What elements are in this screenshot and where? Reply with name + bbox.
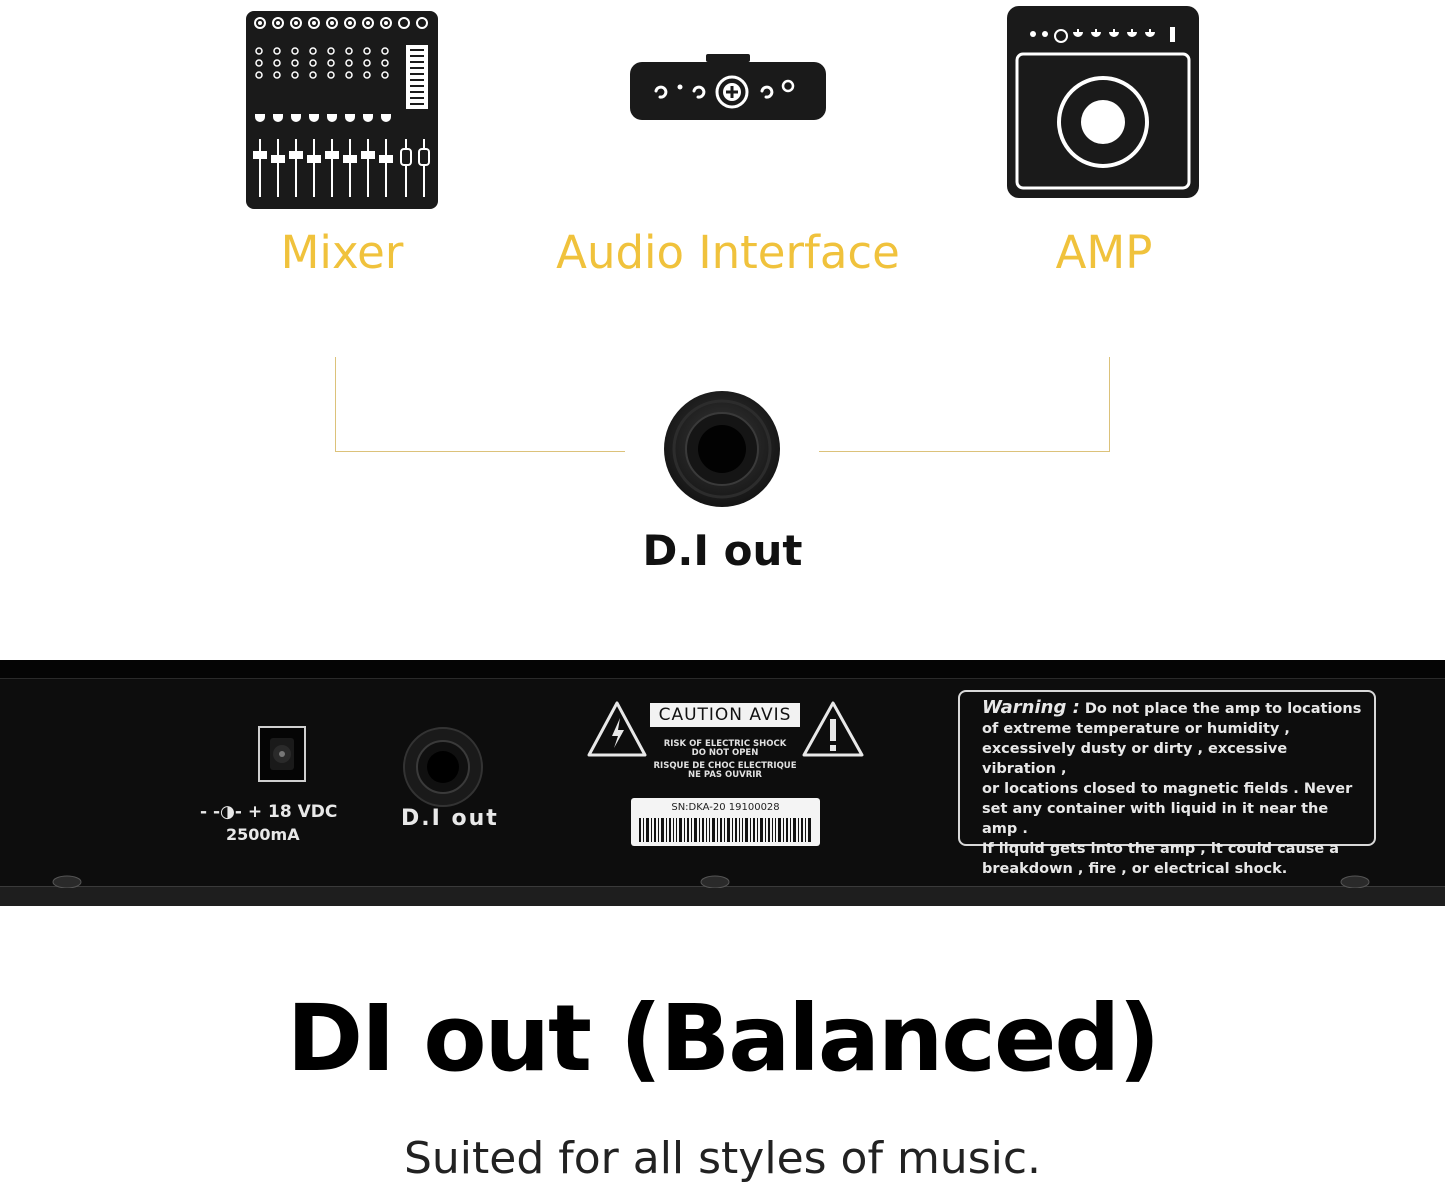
caution-line-3: RISQUE DE CHOC ELECTRIQUE xyxy=(653,761,797,771)
subheadline: Suited for all styles of music. xyxy=(403,1133,1042,1184)
power-current: 2500mA xyxy=(226,825,300,844)
audio-interface-label: Audio Interface xyxy=(556,226,900,279)
audio-interface-icon xyxy=(630,54,826,120)
connector-line-left-horizontal xyxy=(335,451,625,452)
electric-shock-warning-icon xyxy=(587,701,647,757)
screw-icon xyxy=(52,875,82,888)
power-polarity-symbol: - -◑- + xyxy=(200,802,263,822)
panel-di-jack-icon xyxy=(403,727,483,807)
amp-label: AMP xyxy=(1055,226,1153,279)
mixer-label: Mixer xyxy=(280,226,404,279)
serial-number-sticker: SN:DKA-20 19100028 xyxy=(631,798,820,846)
warning-title: Warning : xyxy=(982,697,1080,718)
barcode-icon xyxy=(639,818,811,842)
amp-icon xyxy=(1007,6,1199,198)
serial-number: SN:DKA-20 19100028 xyxy=(671,802,780,813)
panel-top-edge xyxy=(0,660,1445,679)
warning-line-1: Warning : Do not place the amp to locati… xyxy=(982,698,1364,719)
dc-power-jack-icon xyxy=(258,726,306,782)
connector-line-right-horizontal xyxy=(819,451,1110,452)
warning-text-1: Do not place the amp to locations xyxy=(1084,701,1362,717)
quarter-inch-jack-icon xyxy=(664,391,780,507)
rear-panel: - -◑- + 18 VDC 2500mA D.I out CAUTION AV… xyxy=(0,660,1445,906)
di-out-label: D.I out xyxy=(642,526,803,575)
caution-line-4: NE PAS OUVRIR xyxy=(688,770,762,780)
caution-line-2: DO NOT OPEN xyxy=(691,748,759,758)
screw-icon xyxy=(1340,875,1370,888)
warning-line-3: excessively dusty or dirty , excessive v… xyxy=(982,741,1288,777)
warning-notice: Warning : Do not place the amp to locati… xyxy=(958,690,1376,877)
warning-line-4: or locations closed to magnetic fields .… xyxy=(982,781,1353,797)
panel-di-out-label: D.I out xyxy=(401,806,499,831)
mixer-icon xyxy=(246,11,438,209)
power-polarity: - -◑- + 18 VDC xyxy=(200,802,337,822)
headline: DI out (Balanced) xyxy=(286,985,1161,1092)
exclamation-warning-icon xyxy=(802,701,864,757)
caution-label: CAUTION AVIS xyxy=(650,703,800,727)
warning-line-2: of extreme temperature or humidity , xyxy=(982,721,1290,737)
screw-icon xyxy=(700,875,730,888)
warning-line-6: If liquid gets into the amp , it could c… xyxy=(982,841,1340,857)
panel-bottom-rail xyxy=(0,886,1445,906)
caution-line-1: RISK OF ELECTRIC SHOCK xyxy=(663,739,787,749)
connector-line-right-vertical xyxy=(1109,357,1110,452)
warning-line-7: breakdown , fire , or electrical shock. xyxy=(982,861,1288,877)
warning-line-5: set any container with liquid in it near… xyxy=(982,801,1329,837)
connector-line-left-vertical xyxy=(335,357,336,452)
power-voltage: 18 VDC xyxy=(268,802,338,822)
